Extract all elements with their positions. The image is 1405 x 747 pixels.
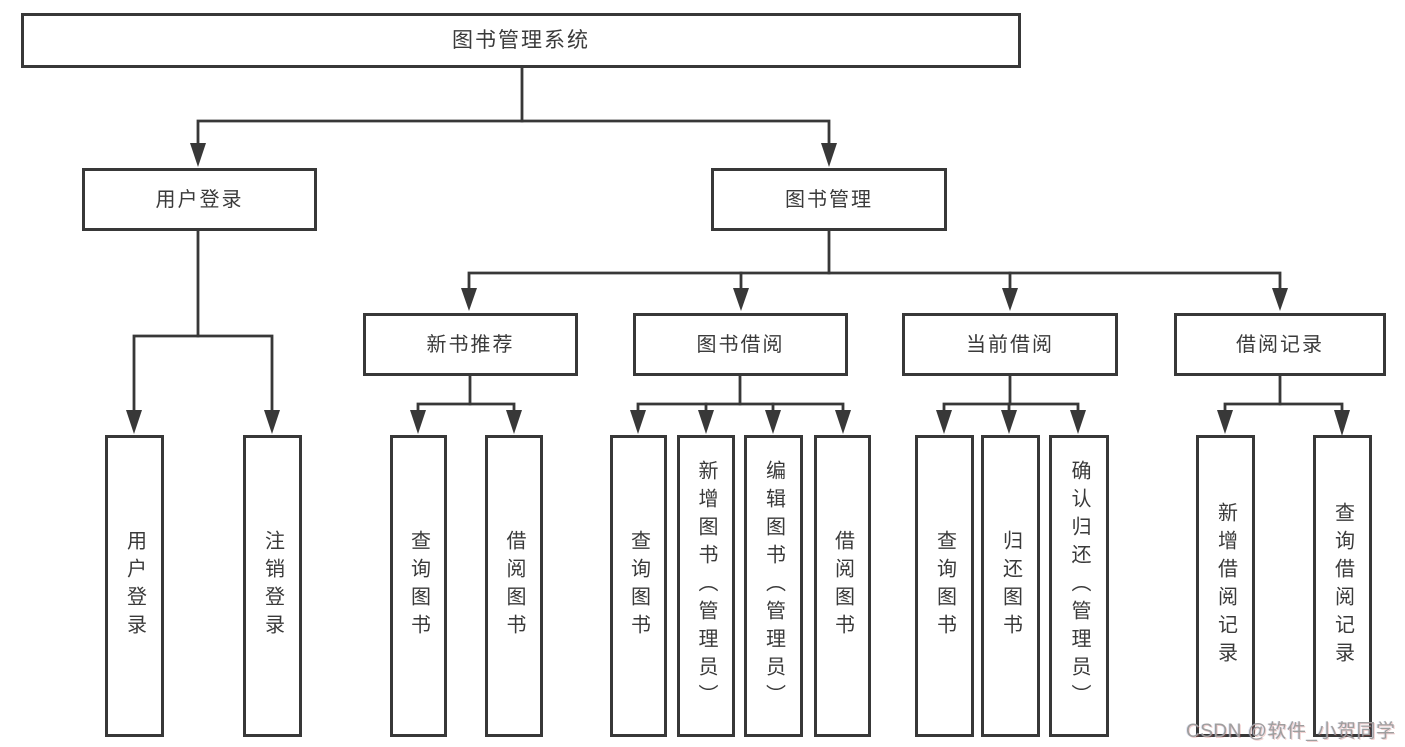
node-label: 借阅图书 — [503, 530, 525, 642]
leaf-return-book: 归还图书 — [981, 435, 1040, 737]
csdn-watermark: CSDN @软件_小贺同学 — [1186, 721, 1396, 742]
node-label: 新增图书（管理员） — [695, 460, 717, 712]
node-current-borrowing: 当前借阅 — [902, 313, 1118, 376]
leaf-edit-book-admin: 编辑图书（管理员） — [744, 435, 803, 737]
node-label: 查询借阅记录 — [1331, 502, 1354, 670]
node-new-book-recommendation: 新书推荐 — [363, 313, 578, 376]
node-label: 确认归还（管理员） — [1068, 460, 1090, 712]
leaf-query-book-borrow: 查询图书 — [610, 435, 667, 737]
node-label: 图书管理系统 — [452, 29, 590, 52]
node-library-management-system: 图书管理系统 — [21, 13, 1021, 68]
node-label: 查询图书 — [627, 530, 650, 642]
leaf-add-borrow-record: 新增借阅记录 — [1196, 435, 1255, 737]
node-book-borrowing: 图书借阅 — [633, 313, 848, 376]
node-label: 编辑图书（管理员） — [762, 460, 785, 712]
node-label: 新增借阅记录 — [1214, 502, 1237, 670]
leaf-confirm-return-admin: 确认归还（管理员） — [1049, 435, 1109, 737]
node-label: 查询图书 — [933, 530, 956, 642]
node-borrowing-records: 借阅记录 — [1174, 313, 1386, 376]
node-label: 注销登录 — [261, 530, 284, 642]
leaf-borrow-book-recommend: 借阅图书 — [485, 435, 543, 737]
node-label: 用户登录 — [123, 530, 146, 642]
node-user-login: 用户登录 — [82, 168, 317, 231]
node-label: 借阅图书 — [831, 530, 854, 642]
node-label: 图书借阅 — [696, 333, 785, 356]
node-label: 当前借阅 — [966, 333, 1054, 356]
node-label: 用户登录 — [155, 188, 244, 211]
leaf-query-borrow-record: 查询借阅记录 — [1313, 435, 1372, 737]
leaf-query-book-recommend: 查询图书 — [390, 435, 447, 737]
leaf-borrow-book-borrow: 借阅图书 — [814, 435, 871, 737]
node-label: 借阅记录 — [1236, 333, 1324, 356]
leaf-logout: 注销登录 — [243, 435, 302, 737]
leaf-add-book-admin: 新增图书（管理员） — [677, 435, 735, 737]
node-label: 新书推荐 — [426, 333, 515, 356]
leaf-query-book-current: 查询图书 — [915, 435, 974, 737]
node-book-management: 图书管理 — [711, 168, 947, 231]
leaf-user-login: 用户登录 — [105, 435, 164, 737]
node-label: 查询图书 — [407, 530, 430, 642]
node-label: 归还图书 — [999, 530, 1022, 642]
node-label: 图书管理 — [785, 188, 873, 211]
